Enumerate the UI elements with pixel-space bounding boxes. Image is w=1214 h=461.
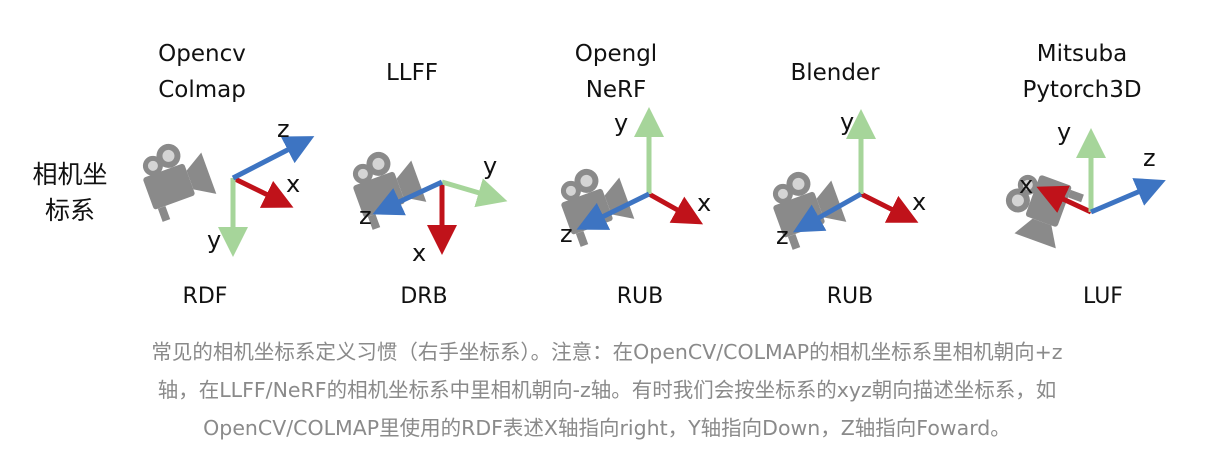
row-label-line-2: 标系 xyxy=(45,196,95,225)
caption-line-2: 轴，在LLFF/NeRF的相机坐标系中里相机朝向-z轴。有时我们会按坐标系的xy… xyxy=(157,378,1057,402)
y-axis-label: y xyxy=(1057,118,1071,146)
y-axis-label: y xyxy=(207,226,221,254)
x-axis-arrow xyxy=(1036,185,1093,215)
system-opengl-nerf: Opengl NeRF x y z RUB xyxy=(560,41,711,309)
system-title-line-1: Opencv xyxy=(158,41,246,67)
x-axis-arrow xyxy=(231,175,294,208)
x-axis-arrow xyxy=(859,191,919,223)
system-opencv-colmap: Opencv Colmap x y z RDF xyxy=(142,41,315,309)
system-code: RUB xyxy=(827,284,873,309)
x-axis-label: x xyxy=(1019,171,1033,199)
row-label-line-1: 相机坐 xyxy=(32,160,107,189)
system-title-line-1: LLFF xyxy=(386,60,438,86)
x-axis-arrow xyxy=(647,191,704,225)
x-axis-label: x xyxy=(286,170,300,198)
camera-icon xyxy=(1005,174,1084,249)
system-blender: Blender x y z RUB xyxy=(772,60,926,309)
coordinate-systems-figure: 相机坐 标系 Opencv Colmap x y z RDF LLFF xyxy=(32,41,1166,309)
z-axis-arrow xyxy=(231,136,315,181)
z-axis-label: z xyxy=(359,202,372,230)
y-axis-label: y xyxy=(483,152,497,180)
z-axis-arrow xyxy=(372,179,444,216)
caption-line-1: 常见的相机坐标系定义习惯（右手坐标系）。注意：在OpenCV/COLMAP的相机… xyxy=(151,340,1063,364)
z-axis-label: z xyxy=(560,220,573,248)
y-axis-label: y xyxy=(840,108,854,136)
system-title-line-2: Colmap xyxy=(158,77,246,103)
system-code: LUF xyxy=(1083,284,1123,309)
z-axis-arrow xyxy=(1090,178,1166,215)
system-title-line-2: NeRF xyxy=(586,77,647,103)
z-axis-label: z xyxy=(776,222,789,250)
system-code: DRB xyxy=(400,284,447,309)
system-llff: LLFF x y z DRB xyxy=(352,60,508,309)
z-axis-arrow xyxy=(576,191,651,230)
system-title-line-1: Blender xyxy=(790,60,880,86)
z-axis-label: z xyxy=(1143,144,1156,172)
figure-caption: 常见的相机坐标系定义习惯（右手坐标系）。注意：在OpenCV/COLMAP的相机… xyxy=(40,333,1174,447)
system-title-line-1: Opengl xyxy=(575,41,657,67)
camera-icon xyxy=(142,143,217,222)
y-axis-label: y xyxy=(614,109,628,137)
z-axis-arrow xyxy=(792,191,863,233)
system-title-line-2: Pytorch3D xyxy=(1022,77,1141,103)
system-code: RUB xyxy=(617,284,663,309)
x-axis-label: x xyxy=(412,239,426,267)
y-axis-arrow xyxy=(441,178,508,208)
system-title-line-1: Mitsuba xyxy=(1037,41,1128,67)
x-axis-label: x xyxy=(912,188,926,216)
system-mitsuba-pytorch3d: Mitsuba Pytorch3D x y z LUF xyxy=(1005,41,1166,309)
system-code: RDF xyxy=(183,284,228,309)
camera-icon xyxy=(352,151,427,230)
x-axis-label: x xyxy=(697,189,711,217)
z-axis-label: z xyxy=(277,115,290,143)
caption-line-3: OpenCV/COLMAP里使用的RDF表述X轴指向right，Y轴指向Down… xyxy=(203,416,1011,440)
